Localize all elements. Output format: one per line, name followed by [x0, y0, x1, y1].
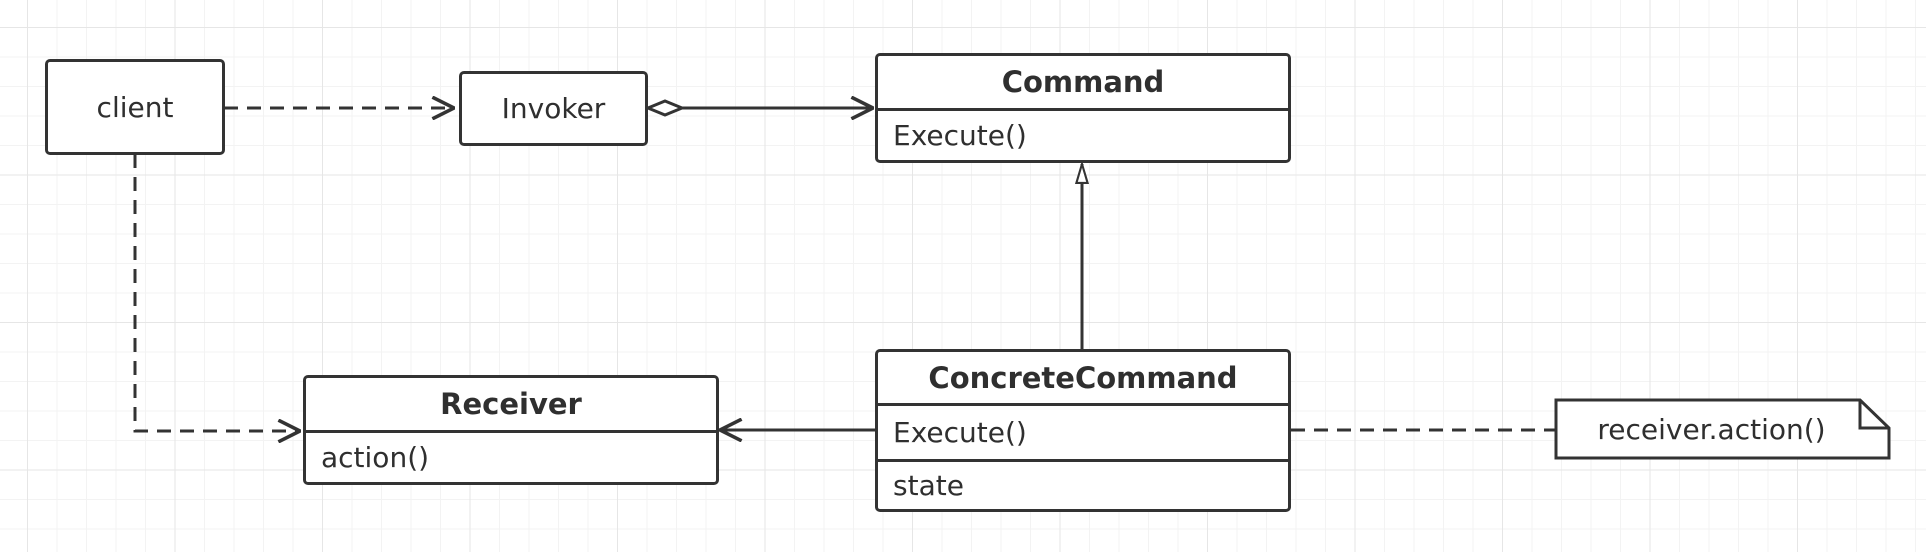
concretecommand-method-execute: Execute()	[893, 416, 1027, 449]
command-method-execute: Execute()	[893, 119, 1027, 152]
concretecommand-field-state: state	[878, 459, 1288, 509]
concretecommand-class-name: ConcreteCommand	[878, 352, 1288, 406]
aggregation-diamond	[644, 99, 686, 117]
note-text[interactable]: receiver.action()	[1597, 412, 1826, 446]
receiver-class[interactable]: Receiver action()	[303, 375, 719, 485]
invoker-label: Invoker	[501, 92, 606, 125]
receiver-method-action: action()	[321, 441, 430, 474]
client-node[interactable]: client	[45, 59, 225, 155]
note-shape	[1554, 398, 1891, 460]
concretecommand-class[interactable]: ConcreteCommand Execute() state	[875, 349, 1291, 512]
client-label: client	[96, 90, 174, 124]
invoker-node[interactable]: Invoker	[459, 71, 648, 146]
command-class[interactable]: Command Execute()	[875, 53, 1291, 163]
edge-client-receiver	[133, 154, 300, 431]
receiver-class-name: Receiver	[306, 378, 716, 433]
note-fold	[1858, 400, 1889, 430]
command-class-name: Command	[878, 56, 1288, 111]
